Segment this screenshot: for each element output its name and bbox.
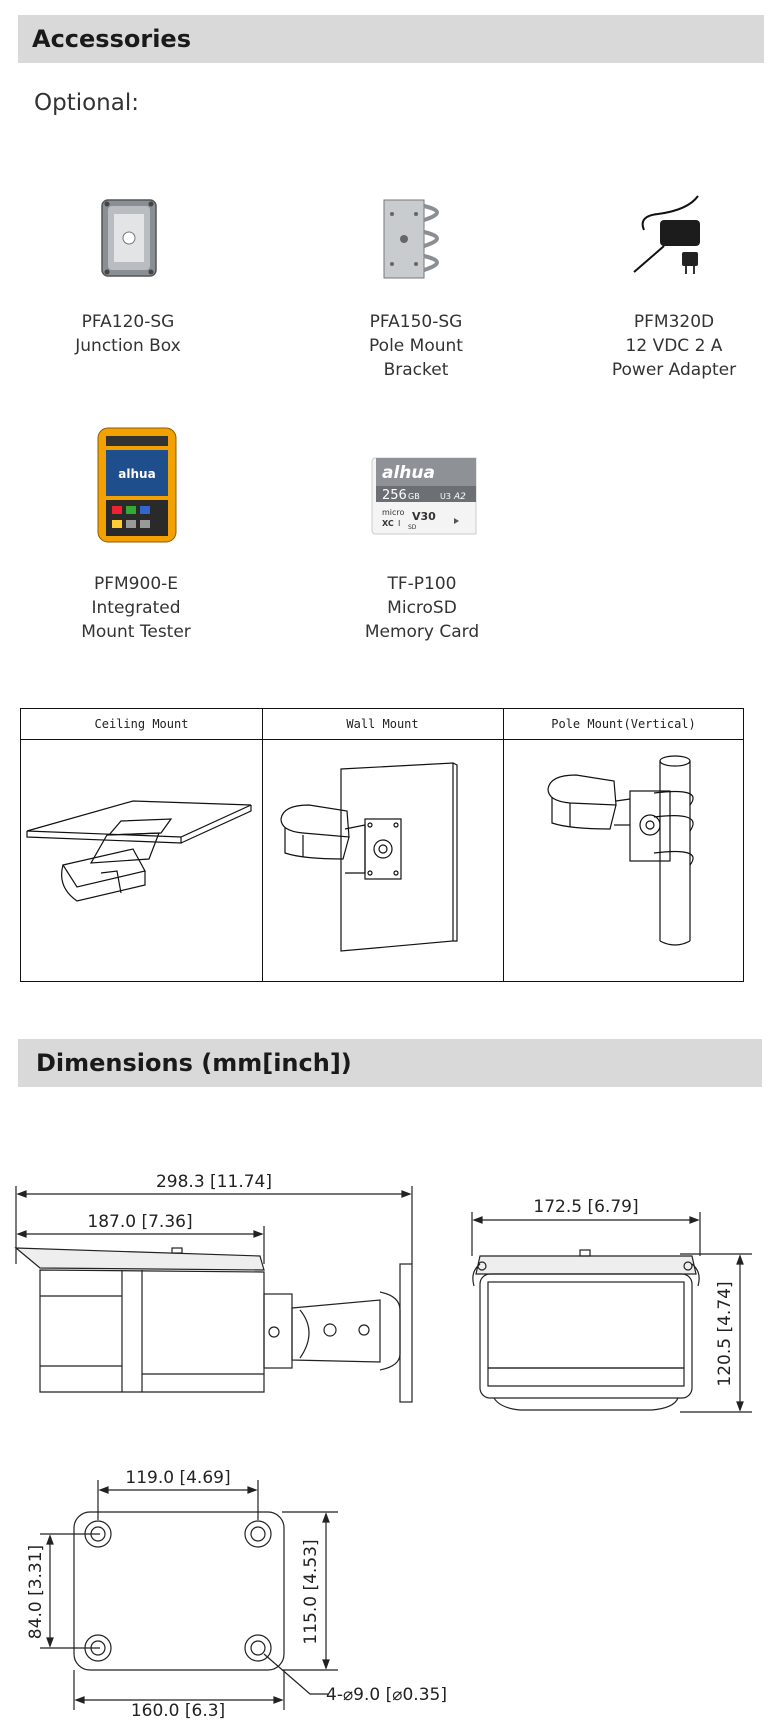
microsd-card-image: alhua 256 GB U3 A2 micro XC I V30 SD — [371, 457, 477, 535]
card-v30: V30 — [412, 510, 436, 523]
mount-header-ceiling: Ceiling Mount — [21, 709, 262, 740]
pole-mount-bracket-image — [383, 199, 439, 279]
accessory-desc: MicroSD — [387, 598, 457, 618]
accessory-desc: Bracket — [383, 360, 449, 380]
accessory-model: PFA150-SG — [369, 312, 463, 332]
card-unit: GB — [408, 492, 420, 501]
accessory-power-adapter: PFM320D 12 VDC 2 A Power Adapter — [574, 310, 774, 382]
accessory-mount-tester: PFM900-E Integrated Mount Tester — [36, 572, 236, 644]
accessory-model: TF-P100 — [387, 574, 457, 594]
card-capacity: 256 — [382, 488, 407, 503]
card-u3: U3 — [440, 492, 451, 501]
ceiling-mount-drawing — [26, 800, 252, 902]
base-plate-drawing: 119.0 [4.69] 84.0 [3.31] 115.0 [4.53] 16… — [26, 1468, 447, 1720]
accessory-desc: Integrated — [91, 598, 181, 618]
accessory-desc: Pole Mount — [369, 336, 463, 356]
wall-mount-drawing — [280, 762, 458, 952]
card-sd: SD — [408, 524, 417, 531]
card-a2: A2 — [453, 492, 466, 502]
accessory-model: PFM900-E — [93, 574, 179, 594]
accessory-desc: Power Adapter — [611, 360, 737, 380]
dimensions-section-header: Dimensions (mm[inch]) — [18, 1039, 762, 1087]
dim-base-hole-y: 84.0 [3.31] — [26, 1545, 46, 1639]
junction-box-image — [101, 199, 157, 277]
accessory-desc: Memory Card — [364, 622, 480, 642]
mount-header-pole: Pole Mount(Vertical) — [503, 709, 744, 740]
card-i: I — [398, 519, 400, 528]
front-view-drawing: 172.5 [6.79] 120.5 [4.74] — [471, 1197, 752, 1413]
accessory-model: PFA120-SG — [81, 312, 175, 332]
accessory-desc: Junction Box — [75, 336, 181, 356]
card-xc: XC — [382, 519, 394, 528]
dim-front-height: 120.5 [4.74] — [715, 1281, 735, 1386]
side-view-drawing: 298.3 [11.74] 187.0 [7.36] — [14, 1172, 413, 1403]
dim-base-hole-x: 119.0 [4.69] — [125, 1468, 230, 1488]
dim-side-body: 187.0 [7.36] — [87, 1212, 192, 1232]
accessory-desc: 12 VDC 2 A — [625, 336, 723, 356]
accessory-model: PFM320D — [633, 312, 715, 332]
accessories-section-header: Accessories — [18, 15, 764, 63]
dim-base-holes: 4-⌀9.0 [⌀0.35] — [326, 1685, 447, 1705]
optional-label: Optional: — [34, 90, 139, 116]
dim-base-width: 160.0 [6.3] — [131, 1701, 225, 1720]
mount-header-wall: Wall Mount — [262, 709, 503, 740]
accessory-pole-mount: PFA150-SG Pole Mount Bracket — [316, 310, 516, 382]
card-micro: micro — [382, 508, 405, 517]
accessory-microsd: TF-P100 MicroSD Memory Card — [322, 572, 522, 644]
accessories-title: Accessories — [32, 25, 191, 53]
dim-front-width: 172.5 [6.79] — [533, 1197, 638, 1217]
mount-tester-image: alhua — [97, 427, 177, 543]
pole-mount-drawing — [547, 755, 694, 946]
dim-side-total: 298.3 [11.74] — [156, 1172, 272, 1192]
accessory-junction-box: PFA120-SG Junction Box — [28, 310, 228, 358]
accessory-desc: Mount Tester — [81, 622, 191, 642]
card-brand: alhua — [382, 463, 435, 483]
power-adapter-image — [633, 195, 700, 274]
dim-base-height: 115.0 [4.53] — [301, 1539, 321, 1644]
mount-options-table: Ceiling Mount Wall Mount Pole Mount(Vert… — [20, 708, 744, 982]
tester-brand: alhua — [118, 467, 155, 481]
dimensions-title: Dimensions (mm[inch]) — [36, 1049, 352, 1077]
